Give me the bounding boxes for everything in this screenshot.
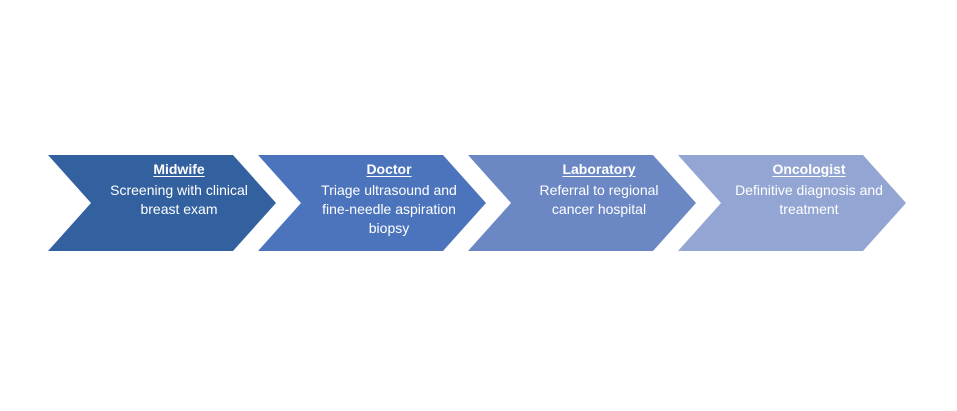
process-stage-2-doctor[interactable]: Doctor Triage ultrasound and fine-needle… [258, 155, 486, 251]
process-stage-3-title: Laboratory [562, 161, 636, 177]
process-stage-1-title: Midwife [153, 161, 205, 177]
process-stage-1-description: Screening with clinical breast exam [110, 182, 248, 217]
process-stage-2-title: Doctor [366, 161, 412, 177]
process-stage-4-oncologist[interactable]: Oncologist Definitive diagnosis and trea… [678, 155, 906, 251]
process-stage-3-content: Laboratory Referral to regional cancer h… [522, 160, 676, 219]
process-flow-chevron-chain: Midwife Screening with clinical breast e… [48, 155, 908, 251]
process-stage-1-content: Midwife Screening with clinical breast e… [102, 160, 256, 219]
process-stage-2-description: Triage ultrasound and fine-needle aspira… [321, 182, 457, 236]
process-stage-3-description: Referral to regional cancer hospital [539, 182, 659, 217]
process-stage-4-title: Oncologist [772, 161, 846, 177]
process-stage-2-content: Doctor Triage ultrasound and fine-needle… [312, 160, 466, 238]
process-stage-4-description: Definitive diagnosis and treatment [735, 182, 883, 217]
process-stage-3-laboratory[interactable]: Laboratory Referral to regional cancer h… [468, 155, 696, 251]
process-stage-1-midwife[interactable]: Midwife Screening with clinical breast e… [48, 155, 276, 251]
process-stage-4-content: Oncologist Definitive diagnosis and trea… [732, 160, 886, 219]
